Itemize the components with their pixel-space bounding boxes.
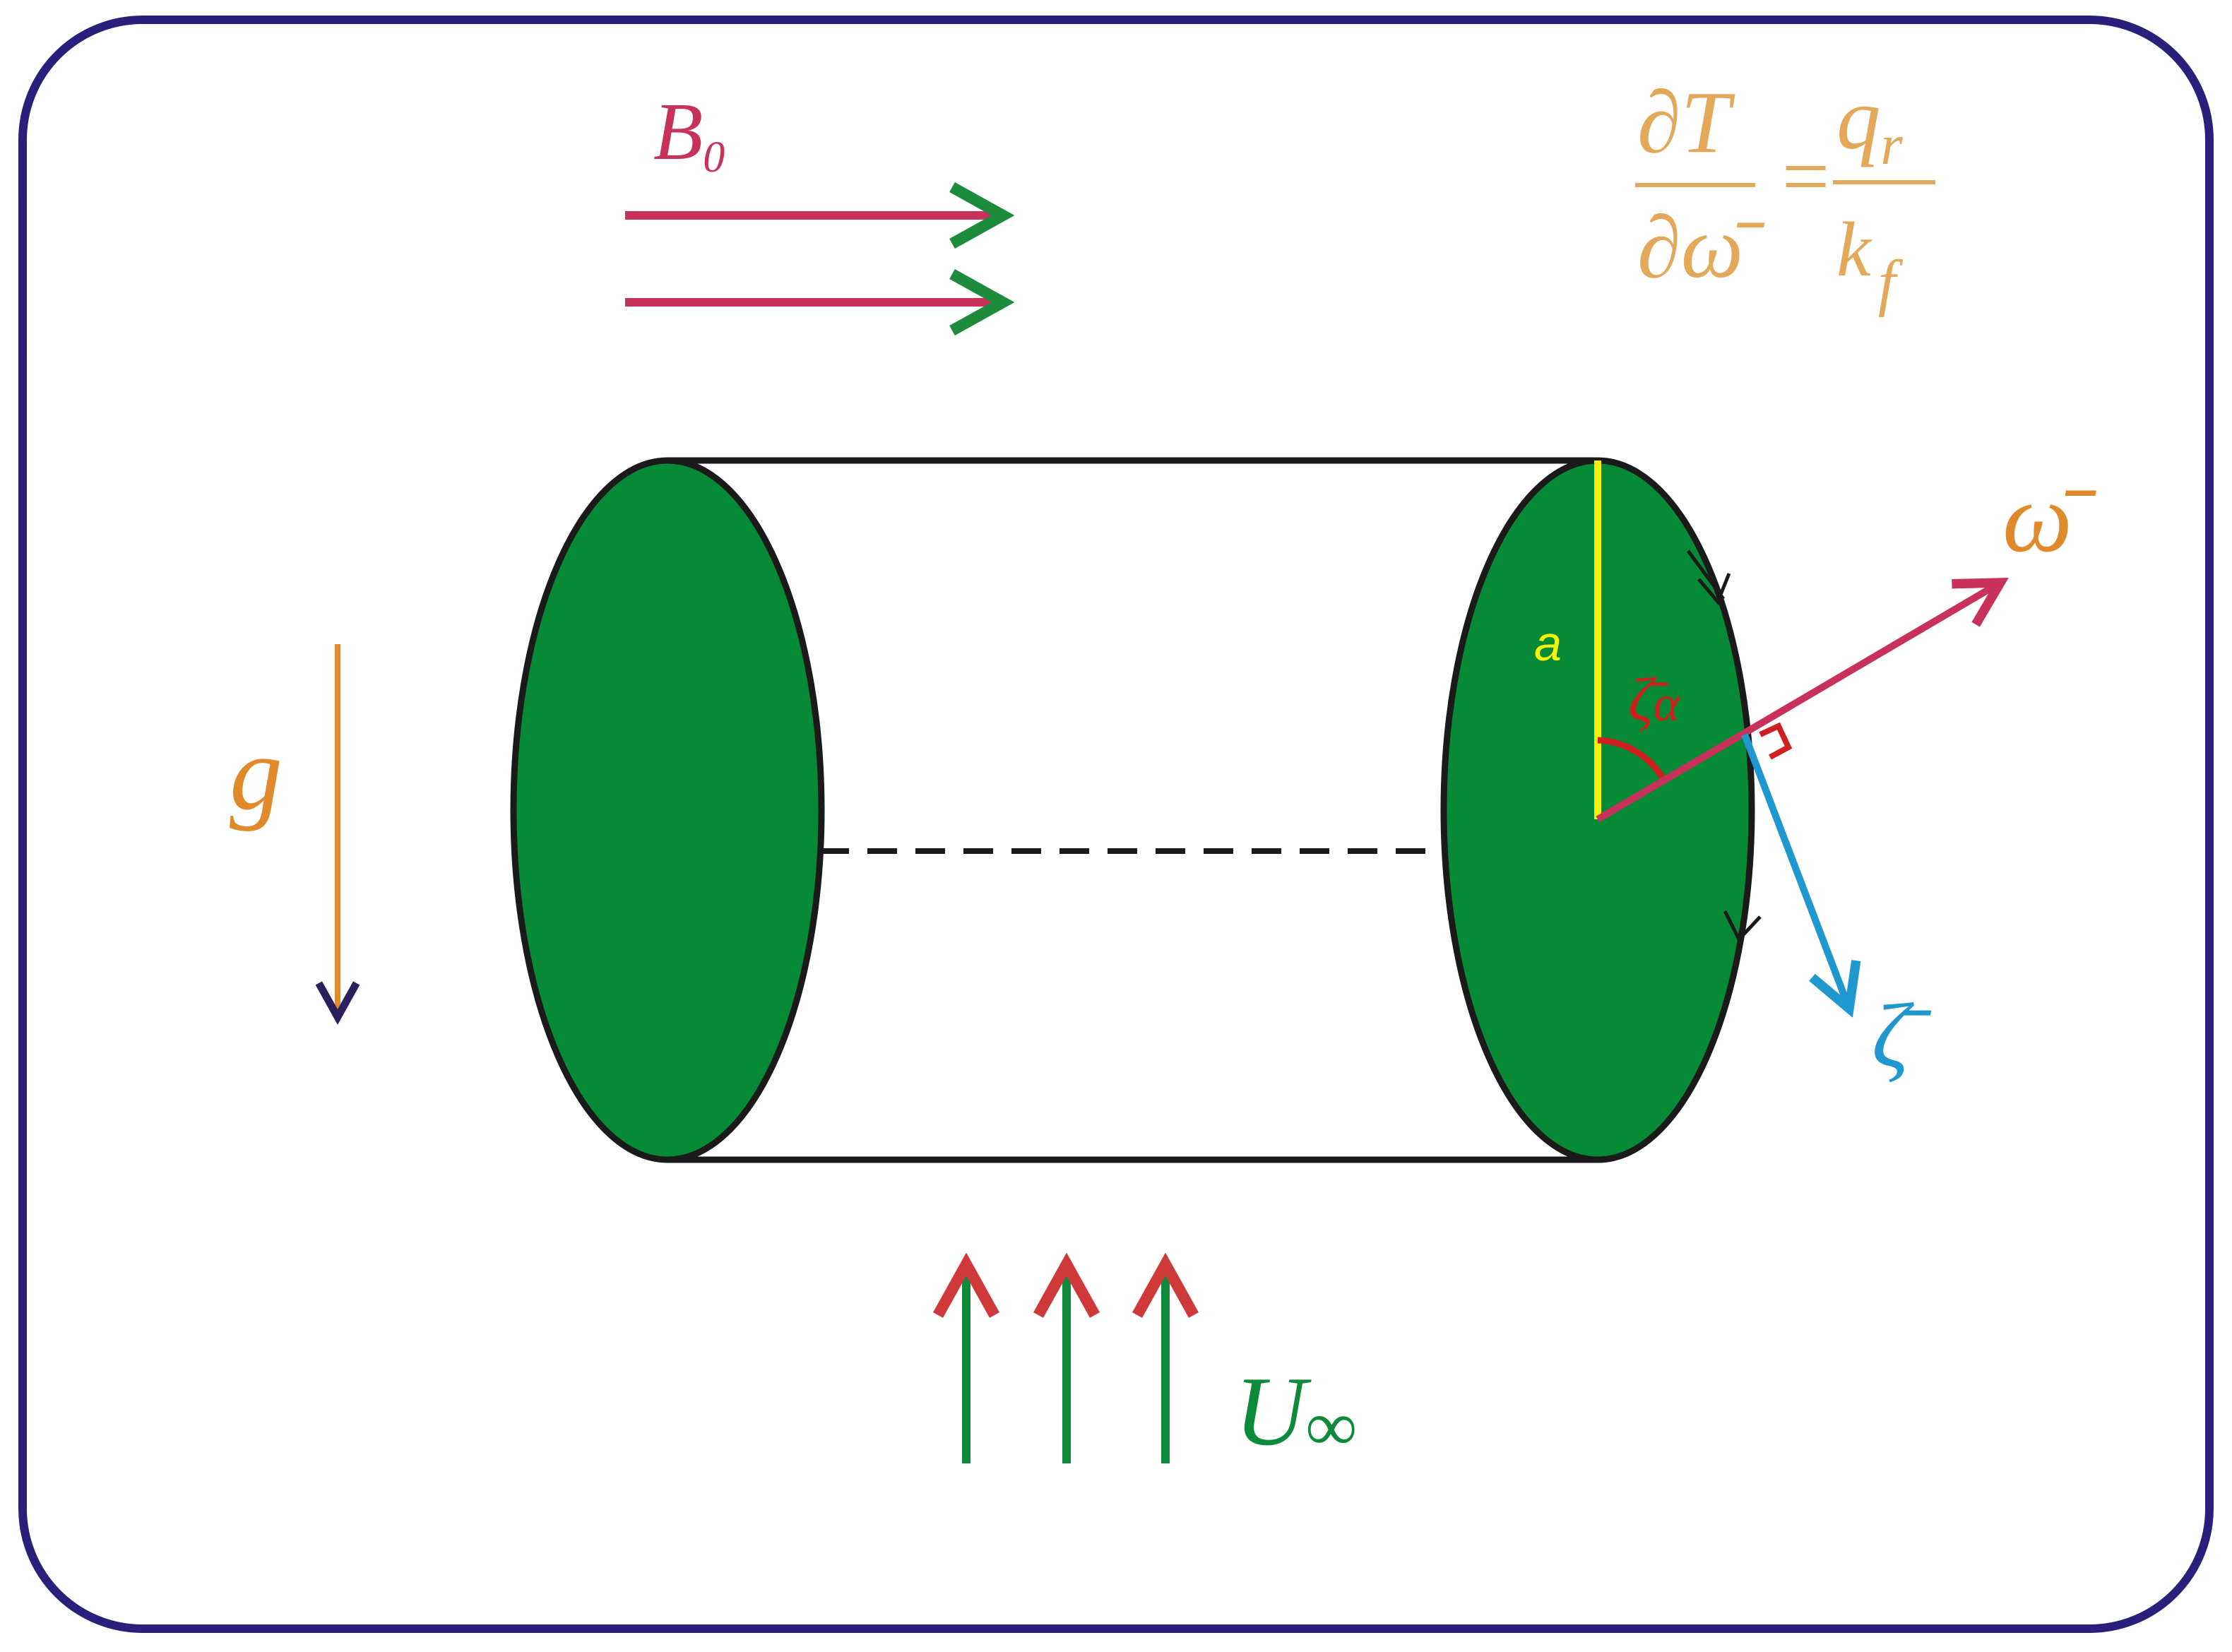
magnetic-field-label: B0 bbox=[653, 87, 725, 182]
circulation-arrow-top bbox=[1686, 549, 1726, 600]
formula-numerator-partial: ∂T bbox=[1637, 74, 1735, 172]
cylinder-left-face bbox=[510, 457, 825, 1163]
angle-arc bbox=[1597, 737, 1667, 783]
gravity-label: g bbox=[230, 715, 283, 832]
tangent-axis-arrow bbox=[1741, 733, 1849, 1009]
circulation-arrowhead-bottom bbox=[1723, 910, 1762, 943]
formula-numerator-q: qr bbox=[1836, 71, 1904, 177]
angle-label: ζ̄α bbox=[1628, 666, 1681, 735]
diagram-frame bbox=[18, 16, 2214, 1633]
radius-label: a bbox=[1534, 616, 1562, 671]
formula-equals: = bbox=[1776, 129, 1834, 223]
free-stream-arrows bbox=[966, 1264, 1165, 1463]
right-angle-marker bbox=[1759, 722, 1793, 760]
magnetic-field-arrows bbox=[625, 215, 1003, 302]
normal-axis-arrow bbox=[1596, 583, 2000, 823]
circulation-arrowhead-top bbox=[1697, 573, 1731, 605]
free-stream-label: U∞ bbox=[1235, 1357, 1356, 1466]
